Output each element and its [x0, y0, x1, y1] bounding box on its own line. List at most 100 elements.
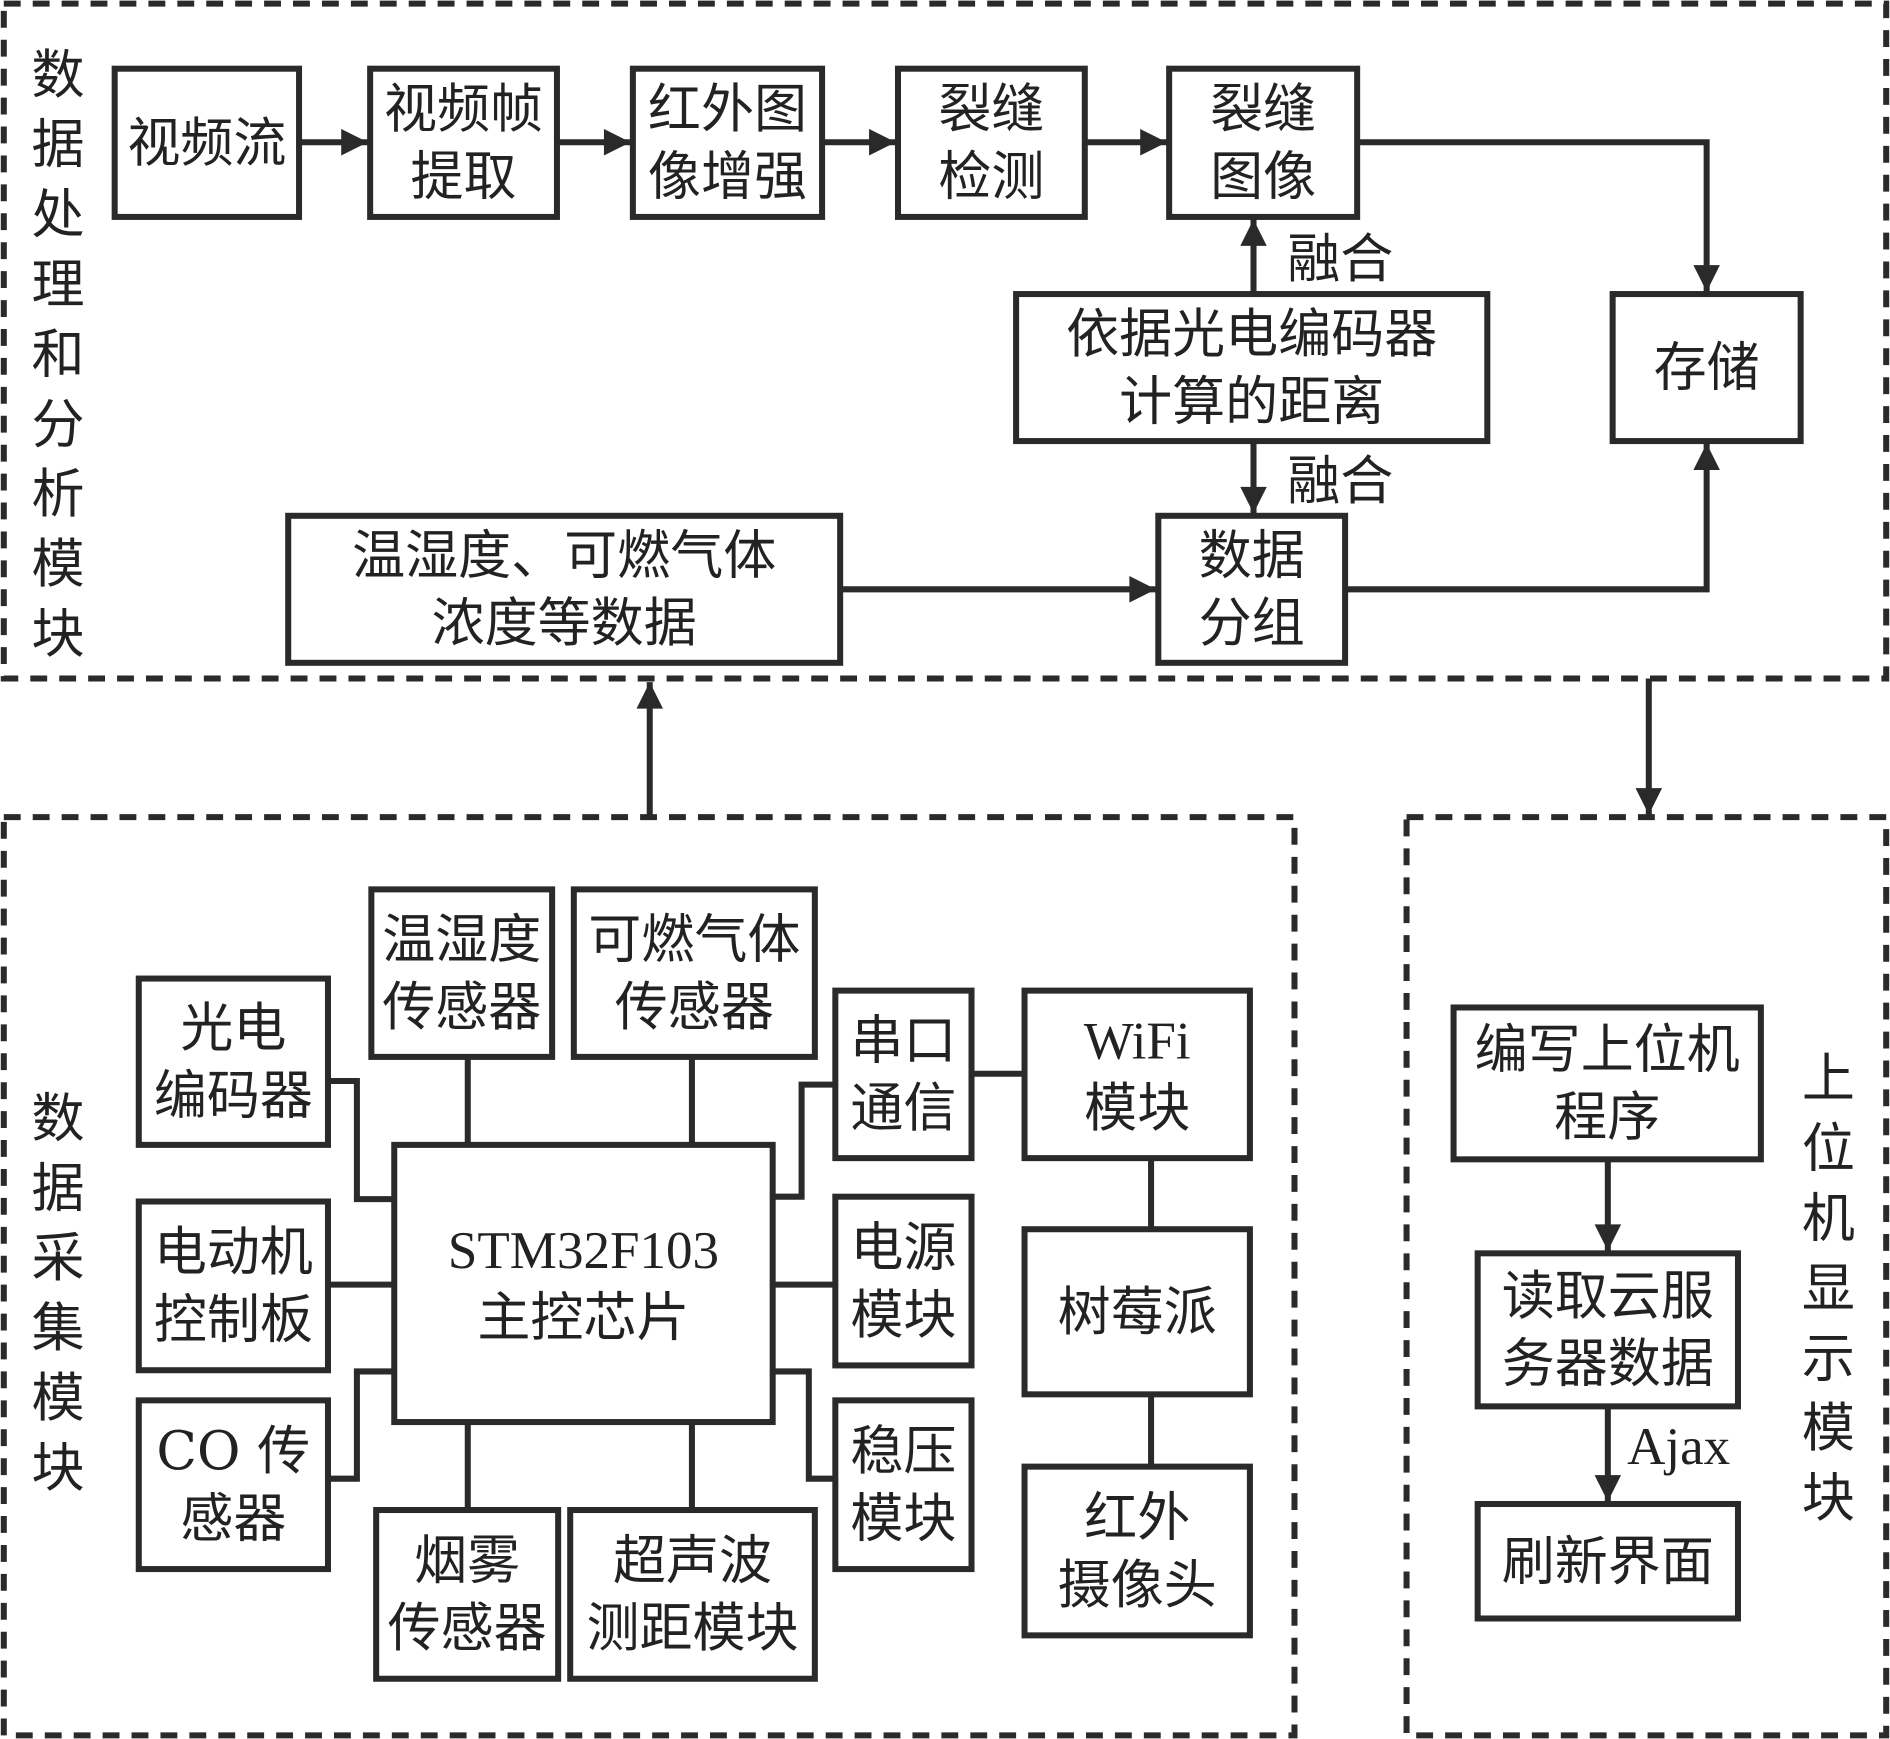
- module-title-char: 集: [32, 1297, 85, 1359]
- box-label-line: STM32F103: [448, 1222, 719, 1280]
- box-label-line: 编写上位机: [1475, 1019, 1740, 1081]
- module-title-char: 上: [1802, 1048, 1855, 1110]
- module-title-char: 数: [32, 44, 85, 106]
- box-label-line: 光电: [180, 997, 286, 1059]
- box-label-line: 务器数据: [1502, 1333, 1714, 1395]
- box-frame: [629, 65, 826, 220]
- box-label-line: 程序: [1554, 1086, 1660, 1148]
- module-title-char: 示: [1802, 1327, 1855, 1389]
- module-title-char: 析: [32, 463, 85, 525]
- box-storage: 存储: [1609, 291, 1804, 445]
- box-label-line: WiFi: [1084, 1013, 1191, 1071]
- box-label-line: 模块: [1084, 1077, 1190, 1139]
- box-co-sensor: CO 传感器: [135, 1397, 331, 1573]
- box-frame: [135, 1397, 331, 1573]
- module-title-char: 模: [1802, 1397, 1855, 1459]
- link-serial-mcu: [772, 1081, 836, 1200]
- box-label-line: 传感器: [615, 976, 774, 1038]
- box-frame: [1609, 291, 1804, 445]
- box-label-line: 可燃气体: [588, 908, 800, 970]
- box-frame: [1166, 65, 1361, 220]
- box-label-line: 像增强: [648, 146, 807, 208]
- box-label-line: 刷新界面: [1502, 1530, 1714, 1592]
- box-frame: [1155, 512, 1349, 666]
- box-label-line: 传感器: [388, 1597, 547, 1659]
- box-label-line: 存储: [1654, 337, 1760, 399]
- box-frame: [1474, 1500, 1741, 1622]
- module-title-char: 处: [32, 184, 85, 246]
- box-frame: [368, 886, 556, 1060]
- module-title-char: 块: [1802, 1467, 1855, 1529]
- box-frame: [285, 512, 844, 666]
- box-label-line: 裂缝: [1210, 78, 1316, 140]
- box-frame: [391, 1141, 776, 1426]
- box-label-line: 检测: [938, 146, 1044, 208]
- box-label-line: 红外: [1084, 1486, 1190, 1548]
- box-label-line: 视频流: [127, 112, 286, 174]
- box-frame: [832, 1193, 975, 1369]
- box-frame: [1021, 987, 1253, 1162]
- link-encoder-mcu: [327, 1077, 395, 1203]
- box-label-line: 温湿度、可燃气体: [352, 525, 776, 587]
- module-title-char: 块: [32, 603, 85, 665]
- box-label-line: 传感器: [382, 976, 541, 1038]
- module-title-char: 采: [32, 1227, 85, 1289]
- box-label-line: 裂缝: [938, 78, 1044, 140]
- module-title-char: 理: [32, 253, 85, 315]
- arrow-group-to-storage: [1345, 443, 1720, 593]
- box-video-stream: 视频流: [111, 65, 303, 220]
- box-label-line: 控制板: [154, 1289, 313, 1351]
- module-title-char: 和: [32, 323, 85, 385]
- box-frame: [1474, 1250, 1741, 1410]
- box-frame: [1021, 1226, 1253, 1398]
- box-frame: [570, 886, 818, 1060]
- box-frame: [894, 65, 1088, 220]
- box-label-line: 红外图: [648, 78, 807, 140]
- box-frame: [367, 65, 560, 220]
- module-title-char: 模: [32, 533, 85, 595]
- link-regulator-mcu: [772, 1368, 836, 1482]
- module-title-char: 据: [32, 1157, 85, 1219]
- box-label-line: 编码器: [154, 1065, 313, 1127]
- box-label-line: 图像: [1210, 146, 1316, 208]
- box-label-line: 浓度等数据: [432, 592, 697, 654]
- box-frame: [135, 1198, 331, 1374]
- box-label-line: 稳压: [850, 1420, 956, 1482]
- box-label-line: 主控芯片: [477, 1286, 689, 1348]
- ajax-label: Ajax: [1627, 1418, 1730, 1476]
- box-label-line: 读取云服: [1502, 1265, 1714, 1327]
- module-title-char: 据: [32, 114, 85, 176]
- box-photo-encoder: 光电编码器: [135, 975, 331, 1148]
- box-label-line: CO 传: [156, 1420, 310, 1482]
- display-module-frame: [1403, 814, 1890, 1739]
- box-label-line: 烟雾: [414, 1530, 520, 1592]
- box-label-line: 摄像头: [1058, 1554, 1217, 1616]
- box-frame: [832, 987, 975, 1162]
- box-label-line: 测距模块: [586, 1597, 798, 1659]
- box-label-line: 模块: [850, 1284, 956, 1346]
- box-mcu: STM32F103 主控芯片: [391, 1141, 776, 1426]
- box-frame: [567, 1507, 818, 1682]
- box-label-line: 提取: [411, 146, 517, 208]
- link-co-mcu: [327, 1368, 395, 1482]
- module-title-char: 位: [1802, 1118, 1855, 1180]
- box-label-line: 计算的距离: [1119, 370, 1384, 432]
